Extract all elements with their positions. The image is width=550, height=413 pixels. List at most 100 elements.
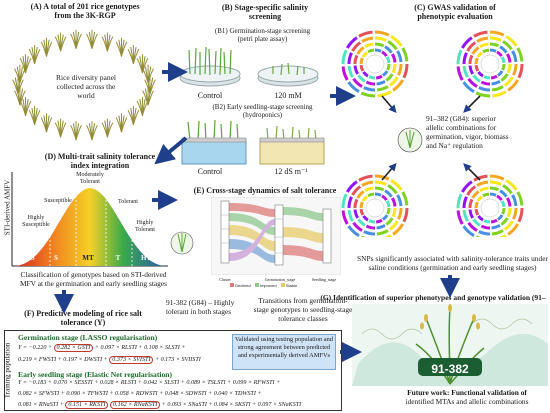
circos-arc	[489, 30, 505, 37]
c-right-line4: and Na⁺ regulation	[426, 141, 483, 150]
class-moderately-tolerant: Moderately Tolerant	[76, 172, 104, 185]
panel-c-title: (C) GWAS validation of phenotypic evalua…	[380, 3, 530, 21]
eq1-middle: + 0.097 × RLSTI + 0.108 × SLSTI +	[94, 345, 186, 351]
rice-stem	[106, 122, 114, 138]
circos-arc	[497, 214, 504, 221]
circos-arc	[476, 51, 483, 58]
circos-arc	[387, 40, 398, 51]
circos-arc	[517, 63, 524, 79]
circos-arc	[347, 196, 353, 209]
circos-arc	[460, 36, 473, 49]
b1-label-line2: (petri plate assay)	[237, 35, 288, 43]
panel-c-bottom-caption: SNPs significantly associated with salin…	[355, 254, 550, 272]
circos-arc	[388, 220, 399, 231]
e-left-label: 91-382 (G84) – Highly tolerant in both s…	[166, 298, 276, 316]
circos-arc	[376, 229, 389, 236]
circos-arc	[382, 70, 389, 77]
circos-arc	[476, 36, 489, 43]
circos-arc	[476, 195, 483, 202]
rice-stem	[147, 68, 154, 84]
circos-arc	[376, 85, 389, 92]
b2-control-label: Control	[197, 167, 223, 176]
legend-swatch-stable	[280, 283, 285, 287]
f-eq1-line1: Y = −0.220 + 0.282 × GSTI + 0.097 × RLST…	[18, 343, 185, 355]
eq1-gsti-term: 0.282 × GSTI	[53, 344, 94, 352]
panel-d-title-line2: index integration	[70, 161, 130, 170]
rice-stem	[147, 90, 154, 106]
circos-arc	[474, 201, 479, 209]
circos-arc	[374, 186, 385, 192]
circos-arc	[360, 91, 376, 98]
rice-stem	[25, 100, 32, 116]
circos-arc	[506, 207, 512, 218]
circos-arc	[462, 81, 475, 94]
circos-arc	[466, 185, 477, 196]
circos-arc	[352, 77, 363, 88]
circos-arc	[357, 218, 366, 227]
rice-stem	[132, 48, 140, 64]
rice-stem	[132, 110, 140, 126]
circos-arc	[456, 49, 463, 65]
g84-plant-badge	[170, 231, 194, 255]
circos-arc	[368, 219, 376, 224]
e-left-line1: 91-382 (G84) – Highly	[166, 298, 235, 307]
circos-arc	[499, 45, 508, 54]
panel-a-title-line2: from the 3K-RGP	[54, 11, 116, 20]
eq2-rk-term: 0.151 × RKSTI	[65, 401, 109, 409]
circos-arc	[501, 207, 506, 215]
circos-arc	[468, 65, 475, 75]
circos-arc	[456, 210, 464, 225]
circos-arc	[374, 36, 387, 42]
e-caption-line3: tolerance classes	[278, 314, 328, 323]
circos-center	[365, 54, 385, 74]
circos-center	[480, 54, 500, 74]
circos-arc	[374, 180, 387, 186]
circos-arc	[512, 207, 518, 220]
rice-stem	[75, 125, 82, 141]
f-eq1-line2: 0.219 × FWSTI + 0.197 × DWSTI + 0.373 × …	[18, 355, 201, 367]
b1-salt-label: 120 mM	[274, 91, 302, 100]
class-highly-tolerant: Highly Tolerant	[135, 220, 155, 233]
circos-arc	[353, 65, 360, 75]
e-left-line2: tolerant in both stages	[166, 307, 232, 316]
circos-arc	[341, 193, 348, 209]
circos-arc	[489, 42, 500, 48]
circos-arc	[490, 74, 498, 80]
circos-arc	[345, 36, 358, 49]
circos-arc	[359, 64, 365, 72]
circos-arc	[359, 208, 365, 216]
circos-arc	[466, 41, 477, 52]
panel-a-title: (A) A total of 201 rice genotypes from t…	[20, 2, 150, 20]
circos-arc	[467, 77, 478, 88]
b2-label-line2: (hydroponics)	[242, 111, 283, 119]
circos-arc	[376, 79, 386, 86]
f-validation-box: Validated using testing population and s…	[232, 334, 336, 370]
panel-b-title-line2: screening	[248, 12, 282, 21]
circos-arc	[362, 215, 369, 222]
circos-arc	[341, 210, 349, 225]
f-eq2-line3: 0.081 × RNaSTI + 0.151 × RKSTI 0.162 × R…	[18, 400, 301, 412]
circos-arc	[502, 184, 513, 195]
circos-arc	[468, 54, 474, 65]
b2-label: (B2) Early seedling-stage screening (hyd…	[190, 103, 335, 119]
circos-arc	[392, 79, 405, 92]
circos-arc	[462, 52, 468, 65]
e-caption-line2: stage genotypes to seedling-stage	[253, 305, 353, 314]
circos-arc	[341, 49, 348, 65]
circos-arc	[361, 51, 368, 58]
circos-arc	[363, 86, 376, 92]
circos-arc	[384, 45, 393, 54]
f-eq2-line2: 0.082 × SFWSTI + 0.090 × TFWSTI + 0.058 …	[18, 391, 262, 397]
g-future-line2: identified MTAs and allelic combinations	[405, 397, 529, 406]
circos-arc	[397, 207, 403, 220]
circos-arc	[357, 74, 366, 83]
circos-arc	[352, 221, 363, 232]
circos-arc	[505, 178, 518, 191]
rice-stem	[19, 90, 26, 106]
panel-d-title-line1: (D) Multi-trait salinity tolerance	[44, 152, 156, 161]
circos-arc	[491, 79, 501, 86]
circos-arc	[381, 50, 388, 57]
rice-stem	[91, 33, 98, 49]
b1-label-line1: (B1) Germination-stage screening	[214, 27, 311, 35]
rice-stem	[25, 58, 32, 74]
